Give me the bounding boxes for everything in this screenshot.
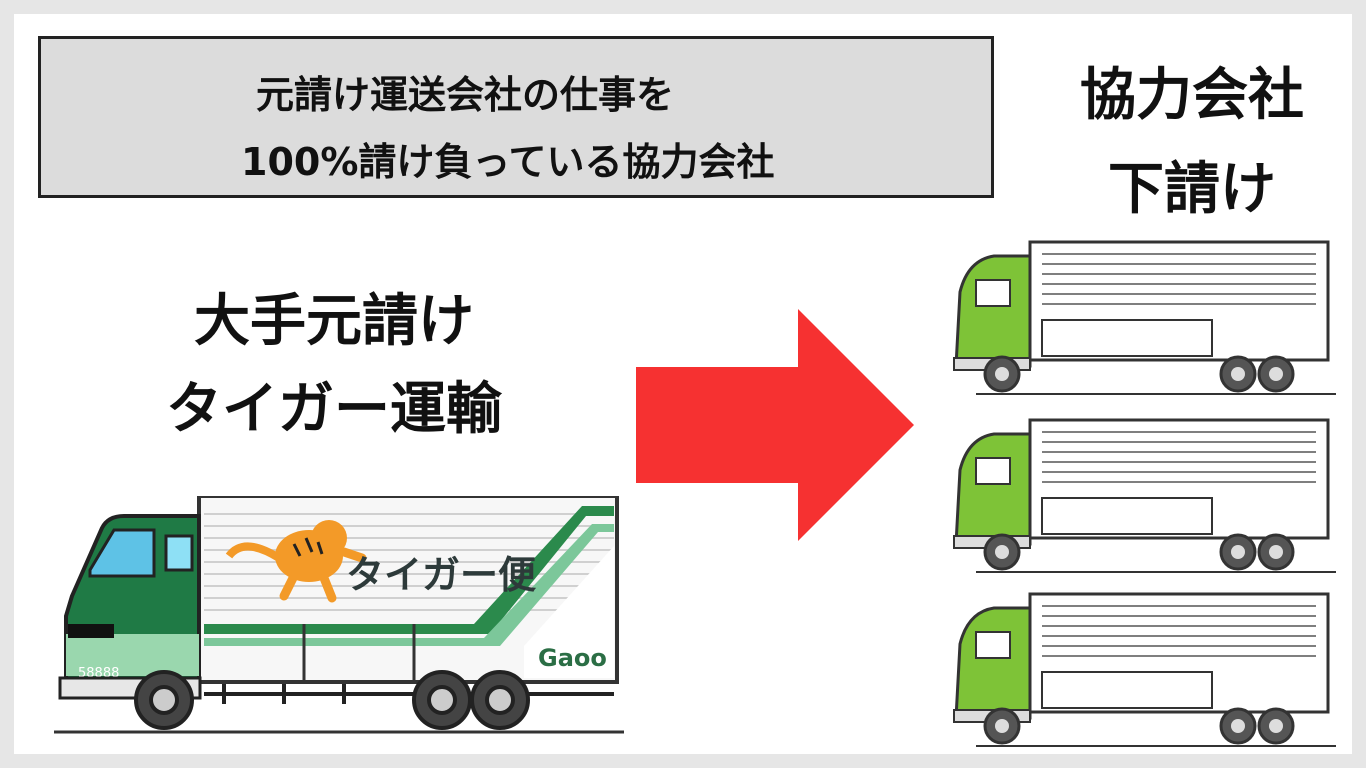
caption-box: 元請け運送会社の仕事を 100%請け負っている協力会社 (38, 36, 994, 198)
prime-contractor-label: 大手元請け (194, 289, 474, 354)
caption-line-1: 元請け運送会社の仕事を (256, 73, 675, 117)
partner-truck-3 (953, 592, 1336, 747)
partner-company-label: 協力会社 (1080, 63, 1304, 128)
partner-truck-2 (953, 418, 1336, 573)
arrow-right-icon (636, 309, 914, 541)
prime-truck: タイガー便 Gaoo 58888 (54, 496, 624, 734)
truck-logo-text: Gaoo (538, 644, 607, 672)
diagram-canvas: 元請け運送会社の仕事を 100%請け負っている協力会社 大手元請け タイガー運輸… (14, 14, 1352, 754)
subcontractor-label: 下請け (1108, 157, 1276, 222)
caption-line-2: 100%請け負っている協力会社 (241, 140, 775, 184)
tiger-mascot-icon (225, 520, 367, 603)
truck-brand-text: タイガー便 (346, 553, 537, 597)
prime-company-name: タイガー運輸 (166, 377, 502, 442)
partner-truck-1 (953, 240, 1336, 395)
